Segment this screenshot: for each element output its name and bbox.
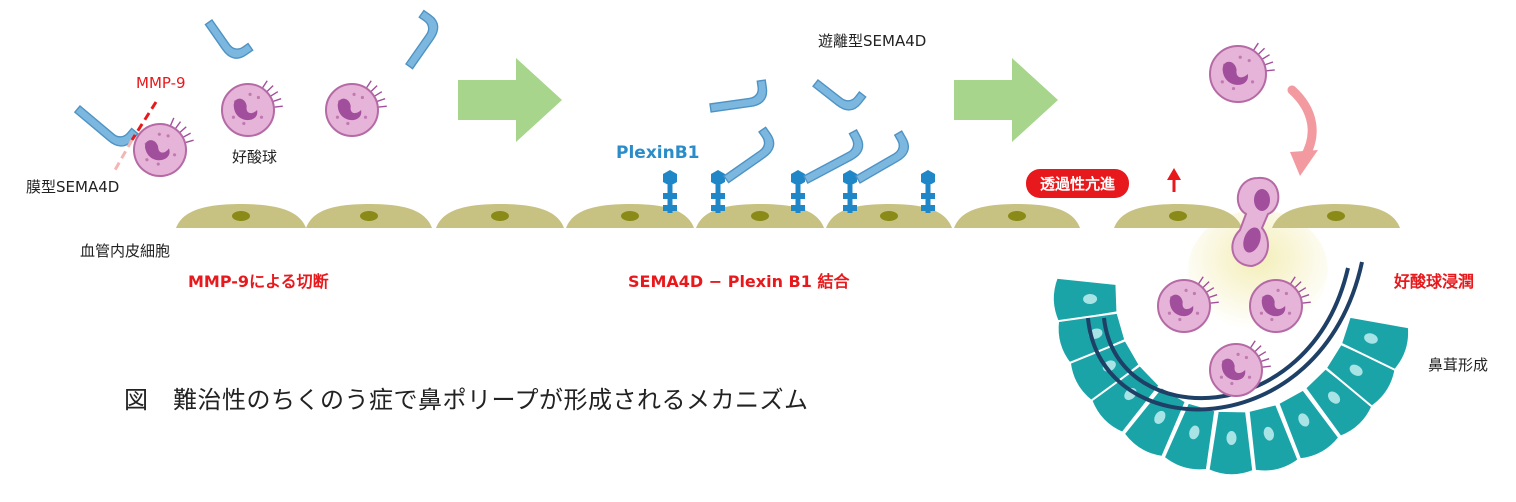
mmp9-cleavage-line (130, 101, 158, 141)
eosinophils (133, 42, 1311, 397)
plexinb1-receptor (843, 170, 857, 213)
mmp9-cleavage-line-faint (113, 139, 134, 171)
eosinophil-cell (1209, 42, 1275, 103)
endothelial-cell (826, 204, 952, 228)
plexinb1-receptor (921, 170, 935, 213)
epithelial-cell (1162, 401, 1217, 472)
cleavage-label: MMP-9による切断 (188, 272, 329, 291)
plexinb1-receptor (711, 170, 725, 213)
sema4d-soluble (405, 9, 439, 70)
basement-membrane-inner (1102, 267, 1350, 401)
plexinb1-receptor (791, 170, 805, 213)
mmp9-label: MMP-9 (136, 74, 186, 92)
endothelial-layer (176, 204, 1400, 228)
eosinophil-cell (325, 80, 387, 137)
increase-arrow-head (1167, 168, 1181, 180)
eosinophil-label: 好酸球 (232, 148, 278, 166)
eosinophil-cell (133, 117, 194, 177)
sema4d-bound (855, 130, 909, 184)
migrating-eosinophil (1231, 176, 1280, 268)
membrane-sema4d-label: 膜型SEMA4D (26, 178, 120, 196)
endothelial-cell (176, 204, 306, 228)
sema4d-soluble (812, 79, 867, 111)
figure-caption: 図 難治性のちくのう症で鼻ポリープが形成されるメカニズム (124, 386, 809, 414)
epithelial-cell (1207, 409, 1255, 477)
migration-arrow-head (1290, 150, 1318, 176)
endothelial-cell (1114, 204, 1242, 228)
polyp-epithelium (1051, 276, 1411, 477)
migration-arrow (1287, 85, 1317, 163)
plexinb1-label: PlexinB1 (616, 143, 700, 163)
endothelial-cell (436, 204, 564, 228)
sema4d-soluble (709, 79, 768, 113)
endothelial-cell (566, 204, 694, 228)
binding-label: SEMA4D − Plexin B1 結合 (628, 272, 850, 291)
sema4d-soluble (204, 19, 254, 59)
permeability-badge: 透過性亢進 (1026, 169, 1130, 198)
epithelial-cell (1122, 385, 1188, 458)
polyp-formation-label: 鼻茸形成 (1428, 356, 1489, 374)
process-arrow-1 (458, 58, 562, 142)
eosinophil-cell (1249, 276, 1311, 333)
sema4d-bound (723, 126, 775, 184)
basement-membrane-outer (1086, 261, 1364, 412)
sema4d-ligands (73, 9, 909, 185)
endothelial-cell (1272, 204, 1400, 228)
epithelial-cell (1247, 403, 1300, 473)
plexinb1-receptors (663, 170, 935, 213)
eosinophil-cell (1157, 276, 1219, 333)
epithelial-cell (1277, 388, 1341, 461)
plexinb1-receptor (663, 170, 677, 213)
sema4d-membrane-bound (73, 105, 139, 147)
endothelial-cell (306, 204, 432, 228)
sema4d-bound (803, 129, 864, 185)
eosinophil-cell (221, 80, 283, 137)
epithelial-cell (1339, 315, 1411, 372)
endothelial-cell (954, 204, 1080, 228)
infiltration-label: 好酸球浸潤 (1394, 272, 1475, 291)
soluble-sema4d-label: 遊離型SEMA4D (818, 32, 927, 50)
endothelial-label: 血管内皮細胞 (80, 242, 171, 260)
eosinophil-cell (1209, 340, 1271, 397)
process-arrow-2 (954, 58, 1058, 142)
